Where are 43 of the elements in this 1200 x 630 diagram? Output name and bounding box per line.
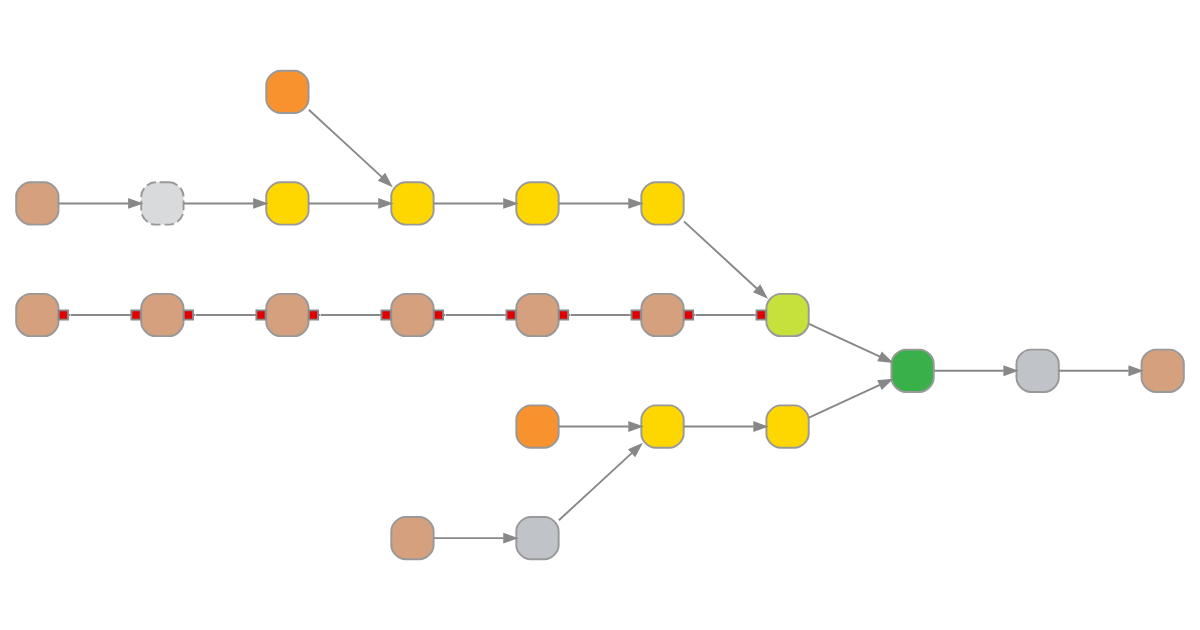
connector: [432, 309, 517, 321]
node-box: [640, 404, 685, 449]
connector: [307, 309, 392, 321]
node-box: [140, 292, 185, 338]
node-box: [1140, 348, 1185, 393]
node-box: [390, 516, 435, 561]
node-box: [515, 404, 560, 449]
arrow: [1058, 365, 1144, 377]
node-box: [265, 181, 310, 226]
node-box: [640, 181, 685, 226]
arrow: [682, 220, 768, 299]
arrow: [307, 108, 393, 188]
node-box: [390, 181, 435, 226]
node-box: [890, 348, 935, 393]
arrow: [933, 365, 1019, 377]
node-box: [515, 516, 560, 561]
arrow: [57, 198, 144, 209]
arrow: [808, 323, 894, 363]
node-box: [515, 292, 560, 338]
connector: [682, 309, 767, 321]
arrow: [182, 198, 269, 209]
arrow: [432, 198, 519, 209]
arrow: [557, 442, 643, 522]
arrow: [808, 378, 894, 419]
node-box: [1015, 348, 1060, 393]
node-box: [390, 292, 435, 338]
connector: [557, 309, 642, 321]
node-box: [140, 181, 185, 226]
node-box: [765, 404, 810, 449]
arrow: [307, 198, 394, 209]
connector: [57, 309, 142, 321]
node-box: [265, 69, 310, 114]
node-box: [765, 292, 810, 338]
arrow: [682, 421, 769, 432]
node-box: [15, 292, 60, 338]
arrow: [557, 198, 644, 209]
connector: [182, 309, 267, 321]
node-box: [15, 181, 60, 226]
arrow: [557, 421, 644, 432]
node-box: [265, 292, 310, 338]
arrow: [432, 532, 519, 544]
node-box: [515, 181, 560, 226]
node-box: [640, 292, 685, 338]
